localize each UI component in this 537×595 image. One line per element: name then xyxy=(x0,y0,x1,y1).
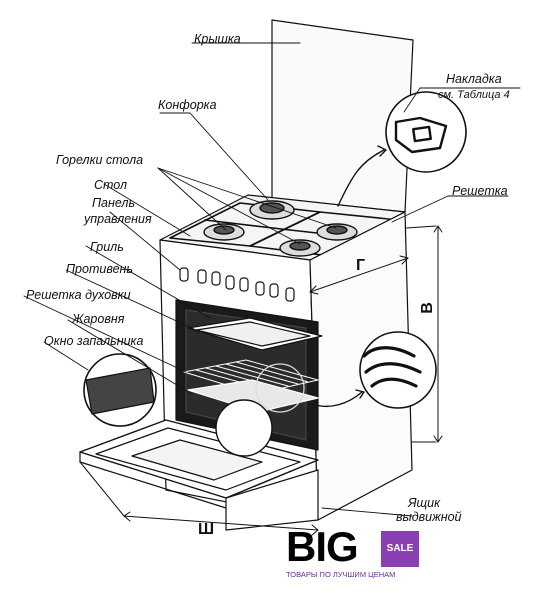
logo-tagline: ТОВАРЫ ПО ЛУЧШИМ ЦЕНАМ xyxy=(286,570,396,579)
igniter-window-label: Окно запальника xyxy=(44,334,144,348)
height-dimension-label: В xyxy=(418,302,436,314)
table-label: Стол xyxy=(94,178,128,192)
depth-dimension-label: Г xyxy=(356,257,366,274)
drawer-label: Ящик xyxy=(408,496,441,510)
grill-label: Гриль xyxy=(90,240,124,254)
control-knobs xyxy=(179,267,295,302)
width-dimension-label: Ш xyxy=(198,521,215,538)
leader-lines xyxy=(23,42,521,517)
drawer-label-2: выдвижной xyxy=(396,510,462,524)
oven-rack-label: Решетка духовки xyxy=(26,288,131,302)
rack-zoom-circle xyxy=(359,331,437,409)
callout-arrows xyxy=(311,145,387,408)
baking-tray-label: Противень xyxy=(66,262,133,276)
panel-label: Панель xyxy=(92,196,136,210)
dimension-lines xyxy=(79,225,443,536)
control-panel-label: управления xyxy=(84,212,152,226)
grate-label: Решетка xyxy=(452,184,508,198)
burners xyxy=(203,200,358,257)
bigsale-logo: BIG SALE ТОВАРЫ ПО ЛУЧШИМ ЦЕНАМ xyxy=(286,526,426,584)
logo-big-text: BIG xyxy=(286,523,359,570)
pad-zoom-circle xyxy=(385,91,467,173)
table-burners-label: Горелки стола xyxy=(56,153,144,167)
lid-label: Крышка xyxy=(194,32,241,46)
bottom-drawer xyxy=(225,469,319,531)
burner-label: Конфорка xyxy=(158,98,217,112)
roasting-pan-label: Жаровня xyxy=(72,312,125,326)
logo-sale-badge: SALE xyxy=(381,531,419,567)
pad-table-ref-label: см. Таблица 4 xyxy=(438,89,510,101)
pad-label: Накладка xyxy=(446,72,502,86)
